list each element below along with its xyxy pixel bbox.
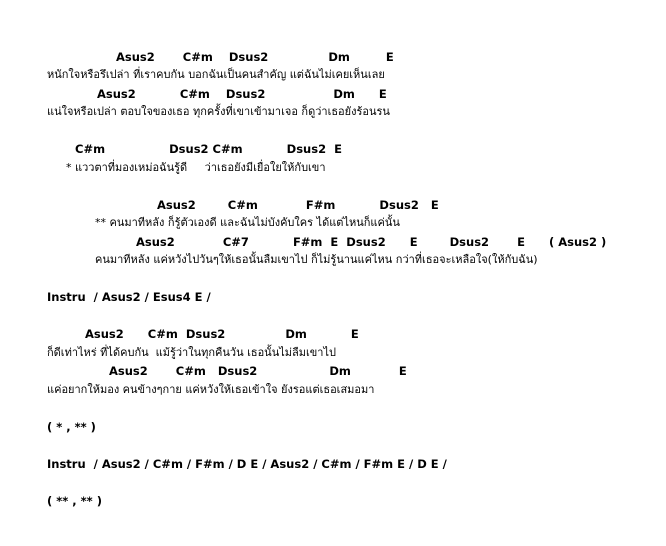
chord-line-2: Asus2 C#m Dsus2 Dm E — [97, 87, 387, 101]
lyric-line-4: ** คนมาทีหลัง ก็รู้ตัวเองดี และฉันไม่บัง… — [95, 216, 400, 229]
lyric-line-2: แน่ใจหรือเปล่า ตอบใจของเธอ ทุกครั้งที่เข… — [47, 105, 390, 118]
chord-line-7: Asus2 C#m Dsus2 Dm E — [109, 364, 407, 378]
lyric-line-5: คนมาทีหลัง แค่หวังไปวันๆให้เธอนั้นลืมเขา… — [95, 253, 538, 266]
chord-line-6: Asus2 C#m Dsus2 Dm E — [85, 327, 359, 341]
instrumental-line-1: Instru / Asus2 / Esus4 E / — [47, 290, 211, 304]
lyric-line-6: ก็ดีเท่าไหร่ ที่ได้คบกัน แม้รู้ว่าในทุกค… — [47, 346, 336, 359]
repeat-marker-2: ( ** , ** ) — [47, 494, 102, 508]
lyric-line-7: แค่อยากให้มอง คนข้างๆกาย แค่หวังให้เธอเข… — [47, 383, 375, 396]
repeat-marker-1: ( * , ** ) — [47, 420, 96, 434]
lyric-line-1: หนักใจหรือรึเปล่า ที่เราคบกัน บอกฉันเป็น… — [47, 68, 385, 81]
chord-line-5: Asus2 C#7 F#m E Dsus2 E Dsus2 E ( Asus2 … — [136, 235, 607, 249]
chord-line-3: C#m Dsus2 C#m Dsus2 E — [75, 142, 342, 156]
chord-line-4: Asus2 C#m F#m Dsus2 E — [157, 198, 439, 212]
lyric-line-3: * แววตาที่มองเหม่อฉันรู้ดี ว่าเธอยังมีเย… — [66, 161, 326, 174]
chord-line-1: Asus2 C#m Dsus2 Dm E — [116, 50, 394, 64]
instrumental-line-2: Instru / Asus2 / C#m / F#m / D E / Asus2… — [47, 457, 447, 471]
